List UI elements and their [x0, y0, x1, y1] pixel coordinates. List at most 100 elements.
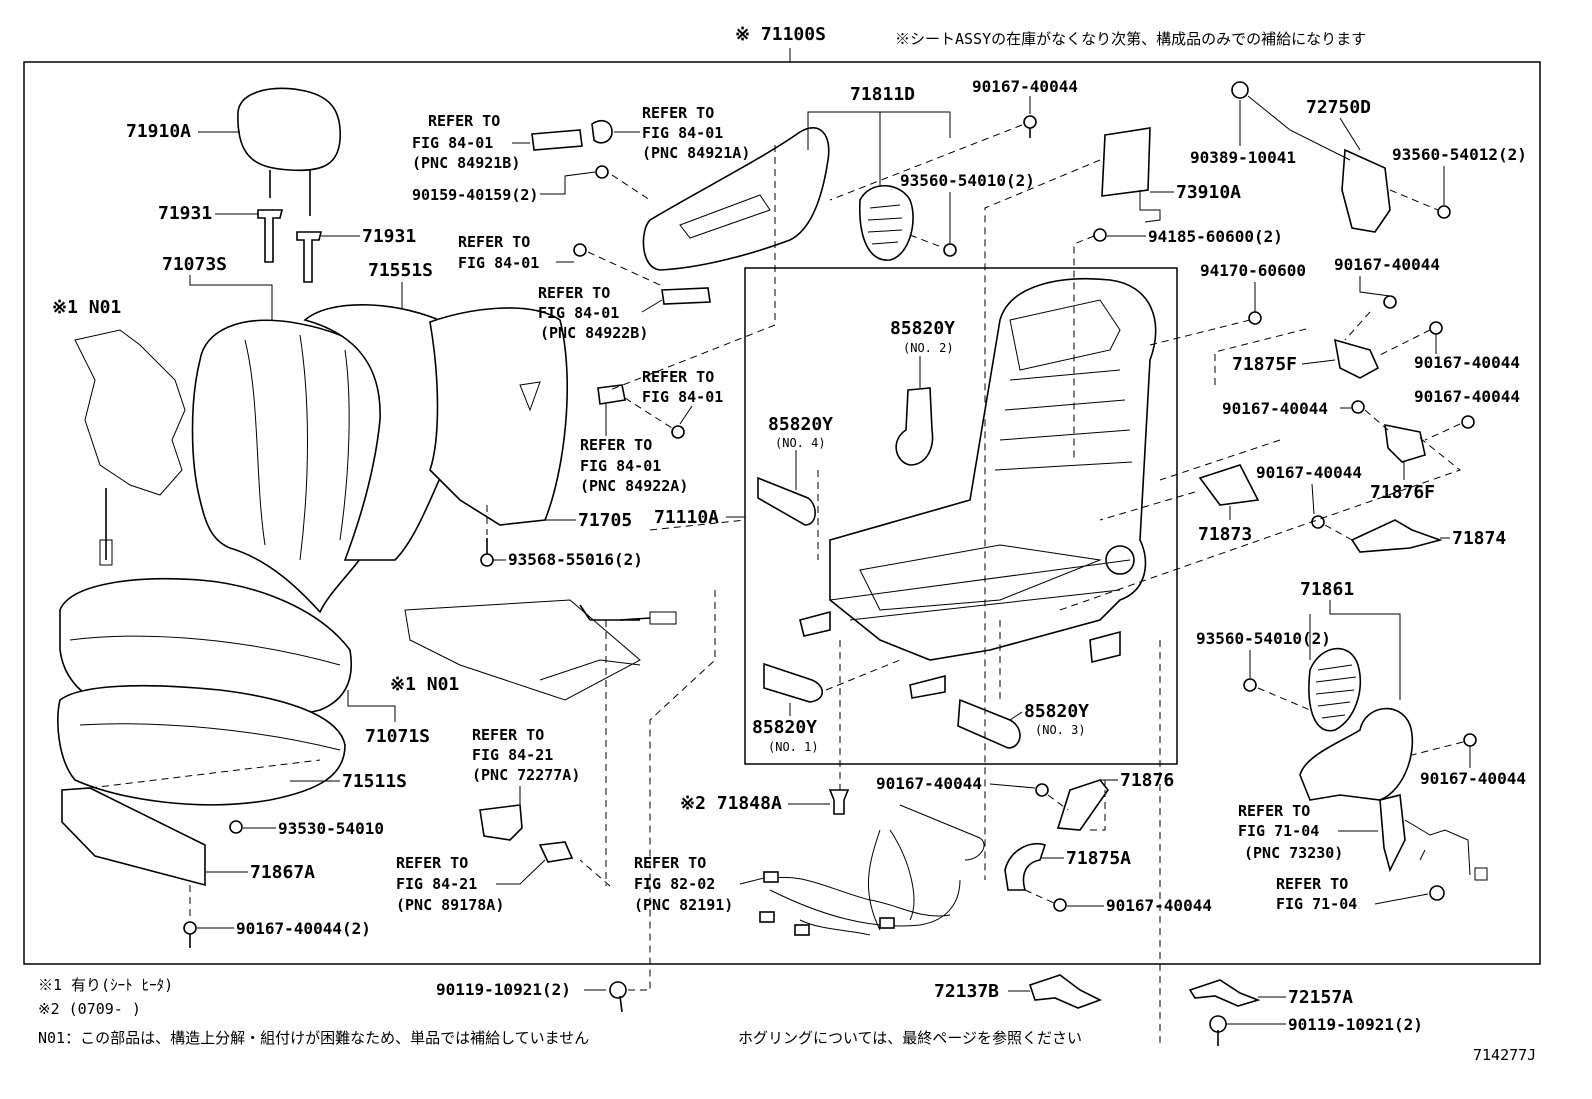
- refer-84921A-line2: FIG 84-01: [642, 124, 723, 142]
- refer-84922A-line3: (PNC 84922A): [580, 477, 688, 495]
- refer-73230-line3: (PNC 73230): [1244, 844, 1343, 862]
- refer-84922A-line2: FIG 84-01: [580, 457, 661, 475]
- refer-84-01-b-line2: FIG 84-01: [642, 388, 723, 406]
- label-90167-r1: 90167-40044: [1334, 255, 1440, 274]
- refer-84921B-line3: (PNC 84921B): [412, 154, 520, 172]
- label-94185-60600: 94185-60600(2): [1148, 227, 1283, 246]
- motor-no2-num: (NO. 2): [903, 341, 954, 355]
- motor-no1: [763, 662, 824, 703]
- seat-switch-a: [597, 384, 626, 405]
- headrest: [237, 87, 341, 172]
- label-93560-54010-a: 93560-54010(2): [900, 171, 1035, 190]
- bracket-71875A: [1004, 843, 1047, 891]
- frame-detail-box: [744, 267, 1178, 765]
- seat-side-shield: [642, 127, 830, 271]
- seatback-pad: [303, 303, 466, 561]
- motor-no3-code: 85820Y: [1024, 701, 1089, 722]
- figure-code: 714277J: [1473, 1046, 1536, 1064]
- label-71876: 71876: [1120, 770, 1174, 791]
- refer-84922B-line1: REFER TO: [538, 284, 610, 302]
- refer-84921A-line1: REFER TO: [642, 104, 714, 122]
- label-90167-r4: 90167-40044: [1414, 387, 1520, 406]
- seat-frame: [829, 277, 1157, 661]
- lower-center-group: REFER TO FIG 84-21 (PNC 72277A) REFER TO…: [396, 519, 1423, 1046]
- label-93560-54010-b: 93560-54010(2): [1196, 629, 1331, 648]
- refer-84921B-line1: REFER TO: [428, 112, 500, 130]
- refer-84921A-line3: (PNC 84921A): [642, 144, 750, 162]
- switch-knob: [531, 129, 583, 151]
- label-93568-55016: 93568-55016(2): [508, 550, 643, 569]
- label-71867A: 71867A: [250, 862, 315, 883]
- refer-82191-line2: FIG 82-02: [634, 875, 715, 893]
- shield-cover-knob: [859, 185, 914, 261]
- cushion-group: ※1 N01 71071S 71511S 93530-54010 71867A …: [57, 577, 677, 948]
- label-71875F: 71875F: [1232, 354, 1297, 375]
- footnote-date: ※2 (0709- ): [38, 1000, 141, 1018]
- belt-buckle: [1379, 794, 1406, 873]
- label-93530-54010: 93530-54010: [278, 819, 384, 838]
- label-71511S: 71511S: [342, 771, 407, 792]
- motor-no4-code: 85820Y: [768, 414, 833, 435]
- label-94170-60600: 94170-60600: [1200, 261, 1306, 280]
- bracket-72157A: [1188, 979, 1261, 1007]
- label-90389-10041: 90389-10041: [1190, 148, 1296, 167]
- seatback-group: 71073S ※1 N01 71551S 71705 93568-55016(2…: [52, 254, 643, 614]
- footnote-n01: N01：この部品は、構造上分解・組付けが困難なため、単品では補給していません: [38, 1029, 589, 1047]
- refer-71-04-line2: FIG 71-04: [1276, 895, 1357, 913]
- seatback-board: [429, 307, 569, 526]
- right-upper-group: 73910A 94185-60600(2) 72750D 90389-10041…: [984, 81, 1527, 880]
- motor-no3-num: (NO. 3): [1035, 723, 1086, 737]
- label-71811D: 71811D: [850, 84, 915, 105]
- label-71071S: 71071S: [365, 726, 430, 747]
- bracket-71874: [1350, 519, 1443, 553]
- label-71931-b: 71931: [362, 226, 416, 247]
- refer-89178A-line1: REFER TO: [396, 854, 468, 872]
- seat-switch-b: [661, 287, 711, 305]
- label-72750D: 72750D: [1306, 97, 1371, 118]
- refer-73230-line1: REFER TO: [1238, 802, 1310, 820]
- bracket-71875F: [1333, 338, 1380, 379]
- label-90167-bottom: 90167-40044: [1106, 896, 1212, 915]
- label-71705: 71705: [578, 510, 632, 531]
- refer-84-01-a-line1: REFER TO: [458, 233, 530, 251]
- refer-71-04-line1: REFER TO: [1276, 875, 1348, 893]
- footnote-hog-ring: ホグリングについては、最終ページを参照ください: [738, 1029, 1082, 1047]
- refer-89178A-line3: (PNC 89178A): [396, 896, 504, 914]
- refer-72277A-line2: FIG 84-21: [472, 746, 553, 764]
- bracket-72137B: [1028, 974, 1103, 1009]
- airbag-module: [1101, 127, 1151, 197]
- headrest-group: 71910A 71931 71931: [126, 87, 416, 283]
- footnote-heater: ※1 有り(ｼｰﾄ ﾋｰﾀ): [38, 976, 173, 994]
- label-71875A: 71875A: [1066, 848, 1131, 869]
- bracket-71873: [1198, 464, 1260, 506]
- refer-84922A-line1: REFER TO: [580, 436, 652, 454]
- seatback-cover: [191, 319, 391, 614]
- sensor-connector: [479, 804, 523, 841]
- assy-note: ※シートASSYの在庫がなくなり次第、構成品のみでの補給になります: [895, 30, 1366, 48]
- label-90167-r2: 90167-40044: [1414, 353, 1520, 372]
- seat-heater-back: [74, 329, 186, 496]
- motor-no4: [757, 476, 816, 526]
- label-N01-cushion: ※1 N01: [390, 674, 459, 695]
- label-71110A: 71110A: [654, 507, 719, 528]
- label-72137B: 72137B: [934, 981, 999, 1002]
- motor-no4-num: (NO. 4): [775, 436, 826, 450]
- label-90167-r6: 90167-40044: [1420, 769, 1526, 788]
- refer-84921B-line2: FIG 84-01: [412, 134, 493, 152]
- refer-82191-line3: (PNC 82191): [634, 896, 733, 914]
- motor-no2: [895, 387, 934, 466]
- label-73910A: 73910A: [1176, 182, 1241, 203]
- motor-no1-code: 85820Y: [752, 717, 817, 738]
- label-90167-top: 90167-40044: [972, 77, 1078, 96]
- refer-82191-line1: REFER TO: [634, 854, 706, 872]
- label-72157A: 72157A: [1288, 987, 1353, 1008]
- label-71931-a: 71931: [158, 203, 212, 224]
- motor-no2-code: 85820Y: [890, 318, 955, 339]
- right-lower-group: 71861 93560-54010(2) 90167-40044 REFER T…: [1159, 579, 1526, 1048]
- label-N01-back: ※1 N01: [52, 297, 121, 318]
- assy-code: ※ 71100S: [735, 24, 826, 45]
- headrest-support-left: [257, 209, 284, 263]
- label-90119-b: 90119-10921(2): [1288, 1015, 1423, 1034]
- label-71910A: 71910A: [126, 121, 191, 142]
